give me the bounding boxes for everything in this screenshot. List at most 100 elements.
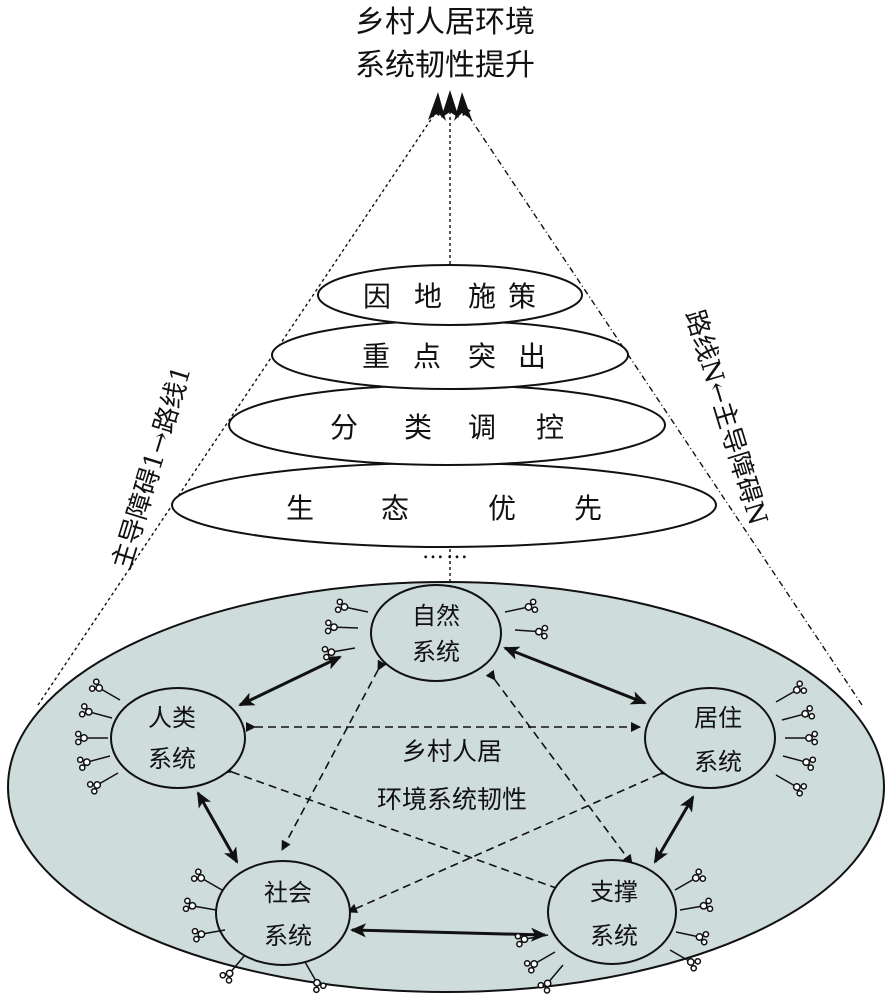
- connector-dot: [529, 598, 537, 606]
- layer-3-char-2: 类: [404, 411, 432, 444]
- connector-node-23: [537, 964, 564, 994]
- connector-node-13: [785, 730, 819, 746]
- connector-stem: [200, 877, 223, 891]
- human-system-label-1: 人类: [148, 704, 196, 732]
- connector-dot: [95, 684, 104, 692]
- layer-4-text: 生 态 优 先: [286, 492, 602, 525]
- connector-stem: [674, 877, 697, 891]
- connector-dot: [327, 648, 336, 657]
- connector-dot: [184, 897, 191, 905]
- link-social-support: [350, 923, 547, 942]
- connector-dot: [531, 606, 539, 614]
- connector-dot: [188, 901, 197, 910]
- layer-3-char-3: 调: [468, 411, 496, 444]
- connector-dot: [524, 603, 533, 611]
- nature-system-circle: [370, 584, 502, 682]
- nature-system-label-1: 自然: [412, 602, 460, 630]
- connector-dot: [520, 935, 529, 944]
- connector-dot: [808, 712, 816, 720]
- nature-system-label-2: 系统: [412, 638, 460, 666]
- connector-dot: [336, 598, 344, 606]
- connector-dot: [686, 958, 695, 966]
- connector-dot: [543, 987, 551, 994]
- connector-node-1: [334, 598, 369, 614]
- connector-stem: [96, 772, 119, 786]
- connector-dot: [691, 874, 700, 882]
- center-top-arrowhead: [441, 90, 459, 118]
- right-top-arrowhead: [454, 92, 472, 121]
- connector-dot: [699, 875, 707, 882]
- connector-stem: [333, 626, 359, 629]
- connector-dot: [191, 927, 199, 935]
- connector-stem: [504, 606, 529, 613]
- connector-dot: [80, 703, 88, 710]
- layer-4-char-4: 先: [574, 492, 602, 525]
- goal-title-line1: 乡村人居环境: [355, 5, 535, 40]
- layer-3-char-4: 控: [536, 411, 564, 444]
- connector-node-15: [775, 774, 808, 797]
- connector-node-4: [504, 598, 539, 614]
- connector-dot: [695, 933, 704, 941]
- connector-stem: [88, 711, 113, 719]
- connector-stem: [781, 713, 806, 721]
- connector-dot: [543, 979, 552, 988]
- connector-dot: [514, 932, 522, 940]
- connector-node-22: [523, 951, 556, 974]
- connector-dot: [694, 958, 702, 965]
- connector-dot: [530, 960, 539, 968]
- connector-dot: [84, 707, 93, 716]
- left-route-label: 主导障碍1→路线1: [107, 362, 197, 572]
- connector-dot: [80, 734, 88, 742]
- connector-stem: [546, 964, 564, 984]
- layer-2-char-4: 出: [518, 340, 546, 373]
- connector-dot: [323, 653, 330, 661]
- layer-ellipsis: ……: [422, 539, 470, 564]
- support-system-label-2: 系统: [590, 922, 638, 950]
- connector-dot: [313, 986, 320, 994]
- connector-node-9: [76, 755, 111, 771]
- connector-dot: [182, 905, 190, 913]
- layer-ellipse-1: [317, 264, 583, 326]
- connector-dot: [534, 627, 543, 636]
- connector-dot: [78, 764, 86, 771]
- connector-node-19: [219, 954, 246, 984]
- connector-dot: [93, 781, 102, 789]
- connector-node-11: [775, 680, 808, 703]
- left-top-arrowhead: [428, 92, 446, 121]
- layer-2-text: 重 点 突 出: [362, 340, 546, 373]
- living-system-circle: [644, 687, 776, 789]
- connector-dot: [330, 623, 338, 632]
- connector-dot: [190, 875, 198, 882]
- connector-stem: [344, 606, 369, 613]
- connector-dot: [811, 730, 819, 738]
- connector-dot: [807, 764, 815, 771]
- center-label-line1: 乡村人居: [402, 737, 502, 766]
- connector-node-8: [74, 730, 108, 746]
- connector-dot: [792, 686, 801, 694]
- connector-dot: [74, 730, 82, 738]
- social-system-label-2: 系统: [264, 922, 312, 950]
- connector-stem: [192, 905, 217, 911]
- dashed-connections: [221, 659, 671, 913]
- human-system-label-2: 系统: [148, 745, 196, 773]
- layer-1-text: 因 地 施 策: [363, 280, 536, 313]
- connector-dot: [194, 868, 202, 876]
- connector-dot: [792, 783, 801, 791]
- system-labels: 自然 系统 人类 系统 居住 系统 社会 系统 支撑 系统: [148, 602, 742, 950]
- connector-dot: [340, 603, 349, 611]
- connector-node-14: [782, 755, 817, 771]
- support-system-circle: [547, 859, 677, 965]
- connector-dot: [527, 966, 535, 974]
- connector-dot: [523, 960, 531, 967]
- goal-title-line2: 系统韧性提升: [355, 48, 535, 83]
- connector-dot: [325, 619, 332, 627]
- connector-node-10: [86, 772, 119, 795]
- connector-stem: [86, 755, 111, 763]
- connector-node-18: [191, 927, 226, 943]
- connector-dot: [313, 978, 321, 987]
- layer-ellipse-4: [171, 462, 717, 548]
- connector-dot: [86, 781, 94, 788]
- connector-stem: [679, 905, 704, 911]
- connector-dot: [76, 756, 84, 764]
